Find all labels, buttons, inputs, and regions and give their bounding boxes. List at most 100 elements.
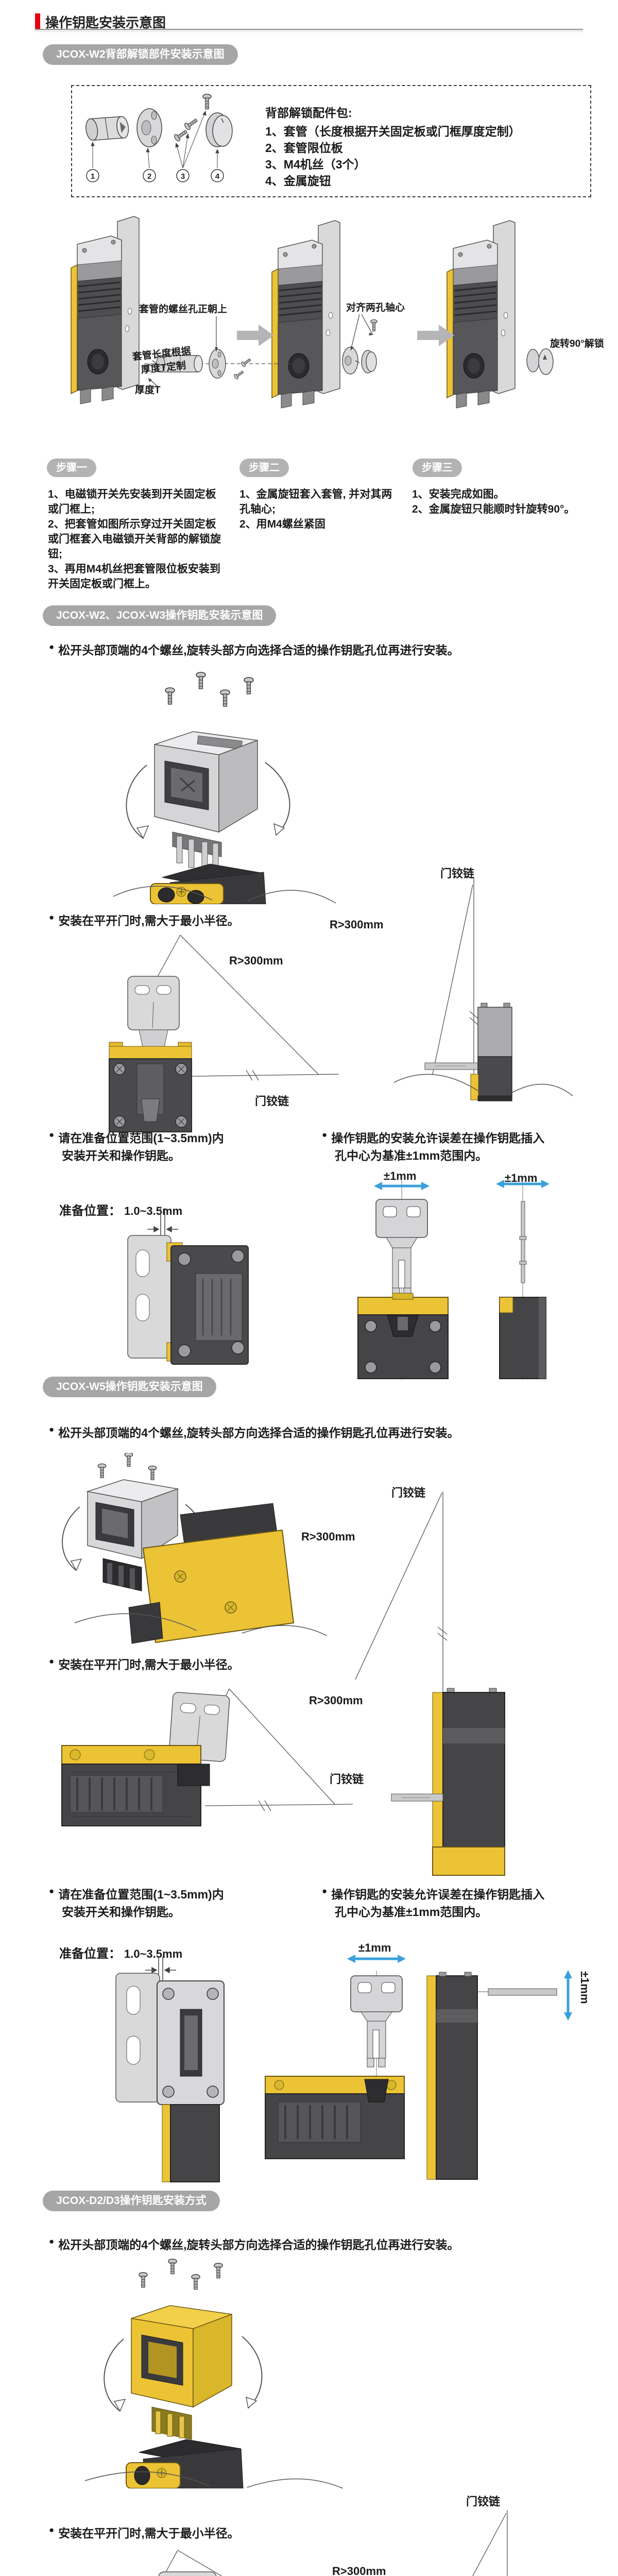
- w5-bullet-tolerance: ●操作钥匙的安装允许误差在操作钥匙插入 孔中心为基准±1mm范围内。: [322, 1885, 544, 1920]
- d2d3-front-switch-with-key: [158, 2571, 217, 2576]
- prepare-value: 1.0~3.5mm: [124, 1947, 183, 1960]
- step2-extras: [342, 314, 377, 375]
- bullet-dot: ●: [49, 2525, 55, 2535]
- w2w3-tolerance-label-side: ±1mm: [505, 1172, 538, 1184]
- w2w3-right-radius-label: R>300mm: [330, 918, 384, 931]
- w5-prepare-diagrams: [115, 1955, 572, 2182]
- prepare-label: 准备位置：: [59, 1947, 121, 1961]
- w5-radius-left-label: R>300mm: [309, 1694, 363, 1707]
- d2d3-head-screws: [139, 2259, 223, 2290]
- w5-prep-left-switch: [115, 1973, 225, 2182]
- d2d3-bullet-unscrew-text: 松开头部顶端的4个螺丝,旋转头部方向选择合适的操作钥匙孔位再进行安装。: [58, 2238, 459, 2251]
- bullet-dot: ●: [49, 1130, 55, 1140]
- bullet-dot: ●: [322, 1130, 328, 1140]
- page-title: 操作钥匙安装示意图: [45, 15, 166, 30]
- w5-hinge-left-label: 门铰链: [330, 1773, 364, 1786]
- w5-tolerance-label-front: ±1mm: [358, 1941, 391, 1954]
- step1-line4: 或门框套入电磁锁开关背部的解锁旋: [48, 533, 221, 545]
- step1-line7: 开关固定板或门框上。: [48, 578, 156, 590]
- w5-hinge-top-label: 门铰链: [391, 1486, 426, 1499]
- step2-text: 1、金属旋钮套入套管, 并对其两 孔轴心; 2、用M4螺丝紧固: [239, 487, 392, 532]
- kit-heading: 背部解锁配件包:: [265, 106, 352, 120]
- kit-item-2: 2、套管限位板: [265, 141, 343, 155]
- w5-door-wave: [74, 1613, 328, 1636]
- back-unlock-steps-diagram: [70, 215, 554, 409]
- kit-item-1: 1、套管（长度根据开关固定板或门框厚度定制）: [265, 125, 521, 138]
- w5-bullet-unscrew: ● 松开头部顶端的4个螺丝,旋转头部方向选择合适的操作钥匙孔位再进行安装。: [49, 1423, 459, 1440]
- w2w3-bullet-unscrew-text: 松开头部顶端的4个螺丝,旋转头部方向选择合适的操作钥匙孔位再进行安装。: [58, 643, 459, 657]
- rotating-head: [154, 731, 258, 833]
- section-title-w2-back: JCOX-W2背部解锁部件安装示意图: [43, 44, 238, 65]
- label-align-axes: 对齐两孔轴心: [346, 302, 405, 313]
- w5-prepare-position: 准备位置： 1.0~3.5mm: [59, 1943, 182, 1961]
- label-rotate-unlock: 旋转90°解锁: [550, 338, 604, 349]
- step1-line3: 2、把套管如图所示穿过开关固定板: [48, 518, 216, 530]
- gap-dimension: [145, 1957, 176, 1982]
- lock-step1: [70, 215, 140, 405]
- w2w3-bullet-prepare-line1: 请在准备位置范围(1~3.5mm)内: [58, 1131, 224, 1145]
- w5-switch-body: [128, 1503, 295, 1644]
- screw-part-b: [183, 116, 199, 131]
- d2d3-door-wave: [84, 2471, 344, 2488]
- screw-part-a: [173, 128, 189, 143]
- d2d3-rotating-head: [131, 2305, 232, 2408]
- bullet-dot: ●: [49, 912, 55, 922]
- w2w3-right-hinge-label: 门铰链: [440, 867, 475, 880]
- w2w3-exploded-device: [113, 672, 336, 904]
- w2w3-prepare-diagrams: [127, 1180, 550, 1380]
- w2w3-bullet-tolerance: ●操作钥匙的安装允许误差在操作钥匙插入 孔中心为基准±1mm范围内。: [322, 1128, 544, 1163]
- part-number-2: 2: [147, 172, 151, 181]
- gap-dimension: [147, 1208, 178, 1251]
- w2w3-bullet-min-radius: ● 安装在平开门时,需大于最小半径。: [49, 911, 239, 928]
- door-surface-wave: [113, 886, 336, 904]
- step2-line1: 1、金属旋钮套入套管, 并对其两: [239, 488, 392, 500]
- w5-bullet-unscrew-text: 松开头部顶端的4个螺丝,旋转头部方向选择合适的操作钥匙孔位再进行安装。: [58, 1426, 459, 1439]
- w2w3-bullet-unscrew: ● 松开头部顶端的4个螺丝,旋转头部方向选择合适的操作钥匙孔位再进行安装。: [49, 640, 459, 658]
- d2d3-bullet-unscrew: ● 松开头部顶端的4个螺丝,旋转头部方向选择合适的操作钥匙孔位再进行安装。: [49, 2235, 459, 2252]
- bullet-dot: ●: [49, 642, 55, 652]
- prepare-value: 1.0~3.5mm: [124, 1205, 183, 1217]
- w2w3-right-hinge-diagram: [393, 878, 573, 1101]
- title-accent-bar: [35, 13, 40, 29]
- step1-line5: 钮;: [48, 548, 62, 560]
- stop-plate-part: [136, 108, 162, 147]
- d2d3-contact-pins: [151, 2406, 192, 2440]
- prepare-label: 准备位置：: [59, 1204, 121, 1218]
- step1-badge: 步骤一: [47, 459, 96, 477]
- switch-body: [150, 863, 266, 904]
- step1-line2: 或门框上;: [48, 503, 95, 515]
- kit-dashed-box: [71, 85, 591, 197]
- bullet-dot: ●: [49, 2236, 55, 2246]
- step2-badge: 步骤二: [239, 459, 289, 477]
- w5-bullet-min-radius: ● 安装在平开门时,需大于最小半径。: [49, 1655, 239, 1672]
- w5-horizontal-switch-with-key: [61, 1692, 230, 1826]
- step2-line3: 2、用M4螺丝紧固: [239, 518, 325, 530]
- w2w3-tolerance-label-front: ±1mm: [384, 1170, 417, 1182]
- w2w3-bullet-prepare: ●请在准备位置范围(1~3.5mm)内 安装开关和操作钥匙。: [49, 1128, 224, 1163]
- rotation-arrows: [126, 762, 290, 839]
- w2w3-left-radius-lines: [155, 935, 339, 1081]
- w5-prep-key-side: [426, 1970, 572, 2180]
- title-rule: [35, 29, 583, 30]
- bullet-dot: ●: [49, 1886, 55, 1896]
- w5-radius-right-label: R>300mm: [301, 1530, 355, 1543]
- w5-contact-pins: [102, 1558, 142, 1591]
- flow-arrow-2: [417, 325, 454, 346]
- w5-device-and-hinge: [62, 1453, 448, 1694]
- w2w3-prepare-position: 准备位置： 1.0~3.5mm: [59, 1200, 182, 1218]
- step1-line6: 3、再用M4机丝把套管限位板安装到: [48, 563, 220, 575]
- d2d3-hinge-top-label: 门铰链: [466, 2495, 501, 2508]
- screw-part-top: [202, 94, 212, 110]
- bullet-dot: ●: [322, 1886, 328, 1896]
- part-leader-lines: [91, 110, 219, 168]
- kit-exploded-diagram: 1 2 3 4: [85, 94, 233, 182]
- step1-extras: [144, 316, 294, 388]
- kit-item-3: 3、M4机丝（3个）: [265, 158, 366, 171]
- step3-line2: 2、金属旋钮只能顺时针旋转90°。: [412, 503, 575, 515]
- step3-line1: 1、安装完成如图。: [412, 488, 505, 500]
- d2d3-door-diagrams: [158, 2510, 508, 2576]
- w5-prep-key-front: [265, 1955, 406, 2159]
- head-screws: [165, 672, 254, 707]
- w5-bullet-tolerance-line2: 孔中心为基准±1mm范围内。: [335, 1905, 488, 1919]
